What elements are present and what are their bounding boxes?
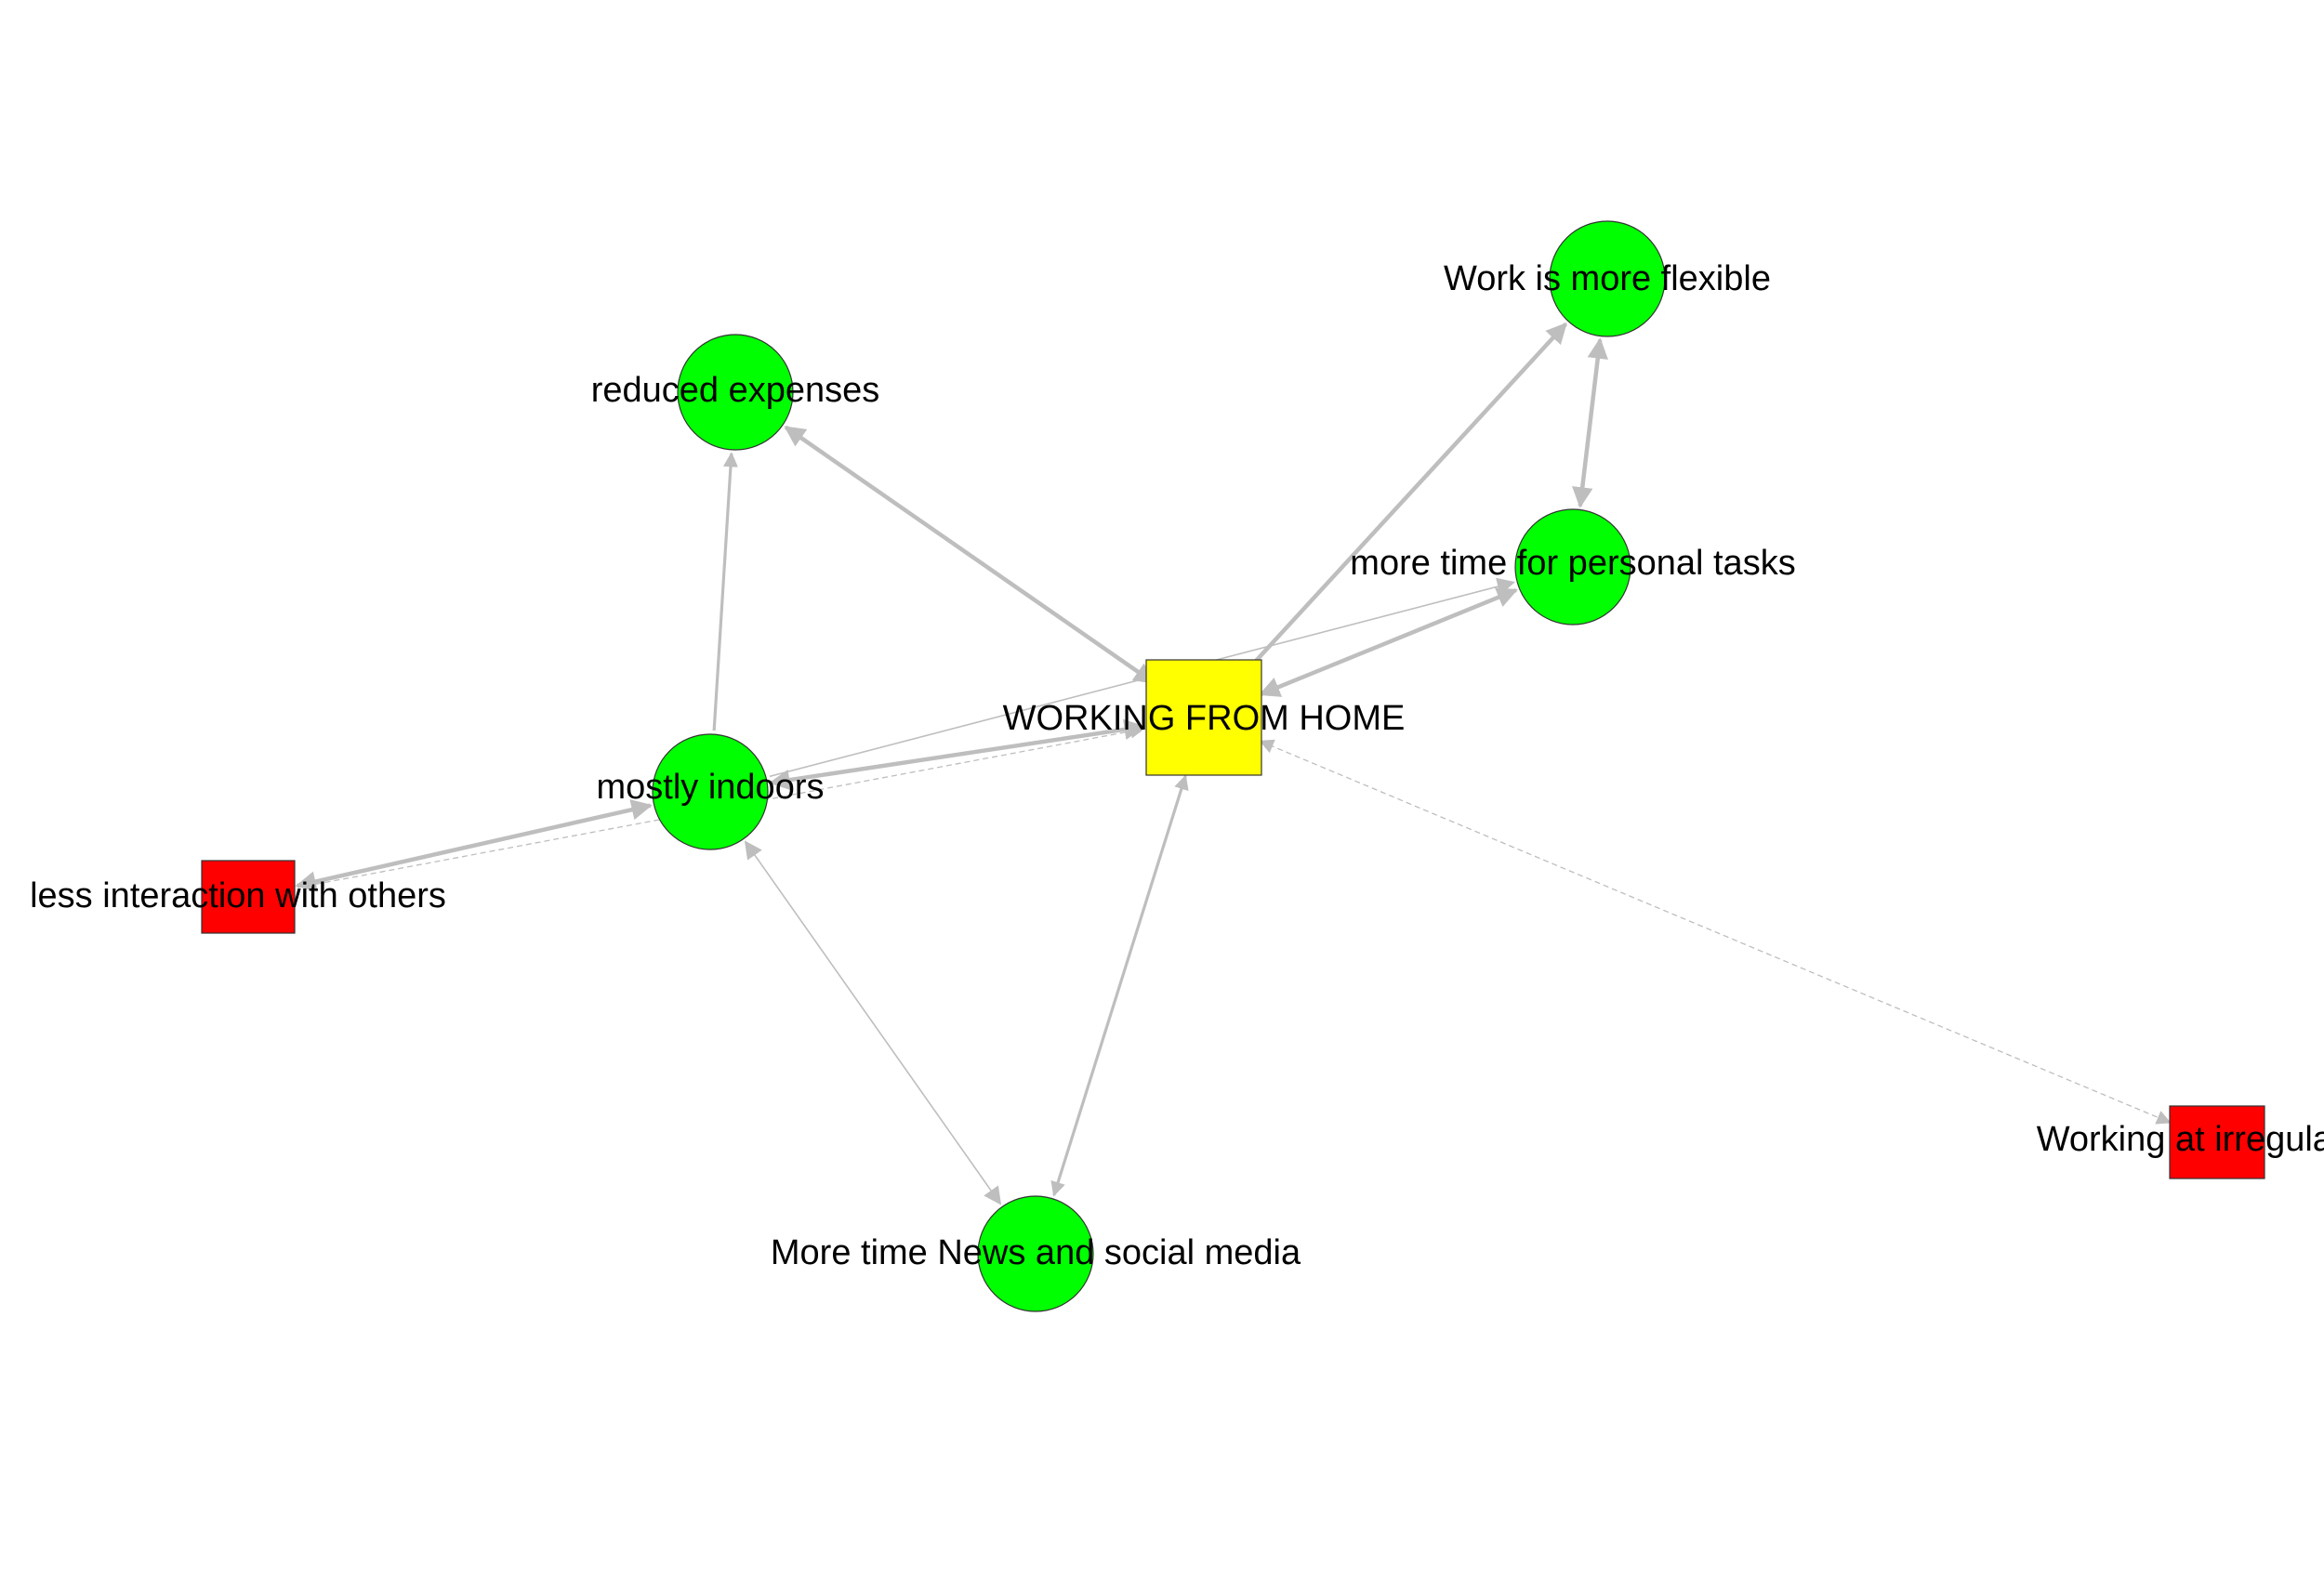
- edge-indoors-news: [744, 840, 1002, 1205]
- node-label-wfh: WORKING FROM HOME: [1003, 699, 1406, 738]
- node-indoors: [652, 733, 769, 850]
- node-personal: [1514, 508, 1631, 625]
- edge-wfh-news: [1050, 774, 1189, 1197]
- node-expenses: [677, 334, 794, 451]
- node-label-irregular: Working at irregular h: [2037, 1120, 2324, 1159]
- edge-indoors-expenses: [712, 452, 738, 731]
- node-irregular: [2169, 1105, 2265, 1179]
- edge-wfh-personal: [1259, 587, 1518, 697]
- edge-indoors-personal: [769, 577, 1515, 778]
- node-news: [977, 1195, 1094, 1312]
- node-label-personal: more time for personal tasks: [1350, 544, 1795, 583]
- edge-wfh-expenses: [784, 425, 1155, 685]
- labels-layer: WORKING FROM HOME Work is more flexible re…: [30, 259, 2324, 1272]
- node-interaction: [201, 860, 296, 934]
- edges-layer: [295, 322, 2172, 1205]
- nodes-layer: [201, 220, 2265, 1312]
- node-label-interaction: less interaction with others: [30, 876, 446, 915]
- node-label-flex: Work is more flexible: [1444, 259, 1771, 298]
- node-flex: [1549, 220, 1666, 337]
- edge-flex-personal: [1572, 337, 1608, 508]
- edge-indoors-wfh: [769, 718, 1145, 791]
- node-label-indoors: mostly indoors: [597, 768, 825, 807]
- node-label-expenses: reduced expenses: [591, 371, 880, 410]
- node-label-news: More time News and social media: [771, 1233, 1301, 1272]
- node-wfh: [1145, 659, 1262, 776]
- edge-interaction-indoors: [295, 799, 653, 892]
- edge-wfh-flex: [1244, 322, 1567, 674]
- edge-wfh-irregular: [1259, 739, 2172, 1125]
